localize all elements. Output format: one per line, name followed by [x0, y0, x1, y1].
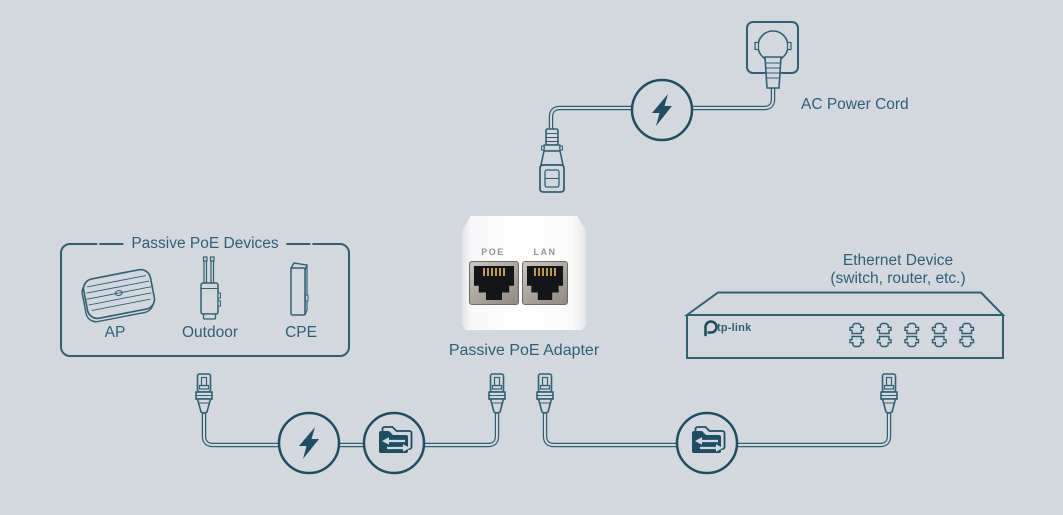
ap-label: AP: [104, 324, 126, 341]
outdoor-label: Outdoor: [181, 324, 238, 341]
poe-box-title: Passive PoE Devices: [97, 235, 313, 253]
ac-power-cord-label: AC Power Cord: [801, 96, 909, 113]
tplink-logo-icon: [704, 320, 718, 337]
title-dash-right: [286, 243, 311, 245]
power-connector-icon: [539, 128, 565, 193]
lan-port: [522, 261, 568, 305]
ethernet-device-title: Ethernet Device: [842, 252, 954, 269]
rj45-connector-icon: [195, 373, 213, 414]
switch-icon: [683, 291, 1006, 359]
cpe-device-icon: [289, 262, 309, 316]
poe-port-label: POE: [481, 247, 505, 257]
ac-power-cable: [548, 84, 776, 132]
tplink-brand-text: tp-link: [717, 322, 752, 334]
poe-box-title-text: Passive PoE Devices: [131, 235, 279, 252]
poe-port-jack: [474, 266, 514, 300]
data-icon-circle-left: [362, 411, 426, 475]
lan-port-jack: [527, 266, 563, 300]
outdoor-device-icon: [200, 256, 221, 320]
rj45-connector-icon: [536, 373, 554, 414]
ethernet-device-subtitle: (switch, router, etc.): [830, 270, 966, 287]
ap-device-icon: [81, 268, 156, 323]
power-icon-circle-left: [277, 411, 341, 475]
adapter-caption: Passive PoE Adapter: [448, 342, 600, 359]
cpe-label: CPE: [285, 324, 317, 341]
rj45-connector-icon: [488, 373, 506, 414]
title-dash-left: [99, 243, 124, 245]
poe-cable-left: [201, 405, 500, 448]
poe-port: [469, 261, 519, 305]
port-pins: [534, 268, 556, 276]
data-icon-circle-right: [675, 411, 739, 475]
lan-port-label: LAN: [533, 247, 557, 257]
passive-poe-devices-box: Passive PoE Devices: [60, 235, 350, 357]
port-pins: [483, 268, 505, 276]
power-icon-circle-top: [630, 78, 694, 142]
rj45-connector-icon: [880, 373, 898, 414]
wall-outlet-icon: [746, 21, 799, 89]
